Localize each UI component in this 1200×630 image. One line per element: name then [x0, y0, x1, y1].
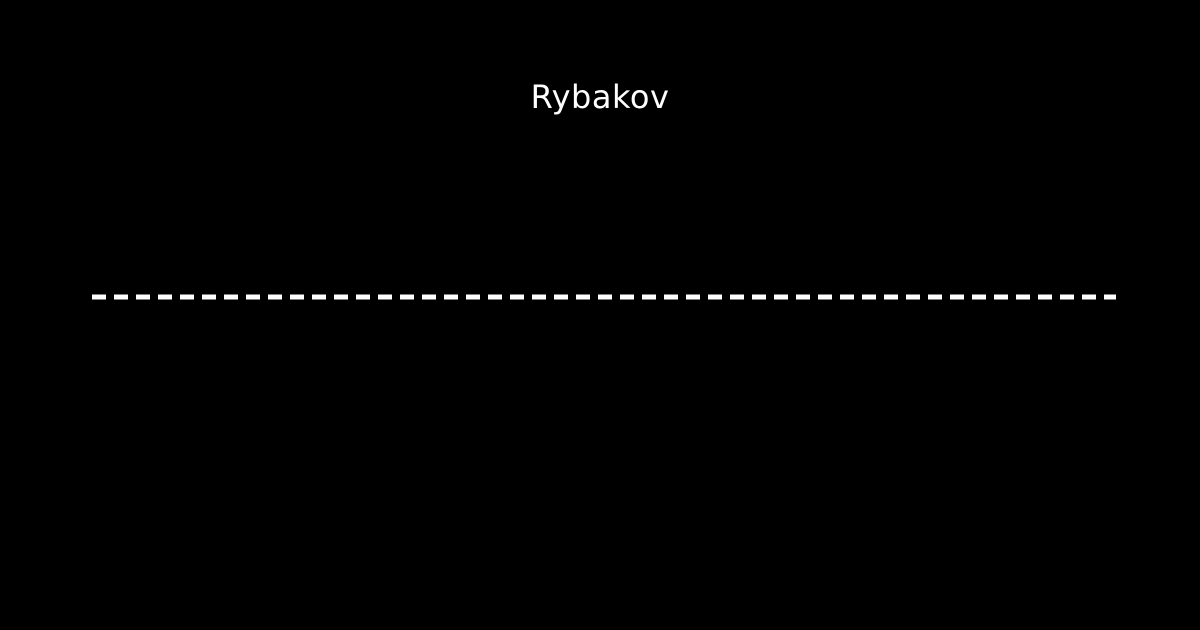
dashed-divider-line: [92, 294, 1116, 300]
dashed-divider: [92, 294, 1116, 300]
page-title: Rybakov: [530, 78, 670, 116]
